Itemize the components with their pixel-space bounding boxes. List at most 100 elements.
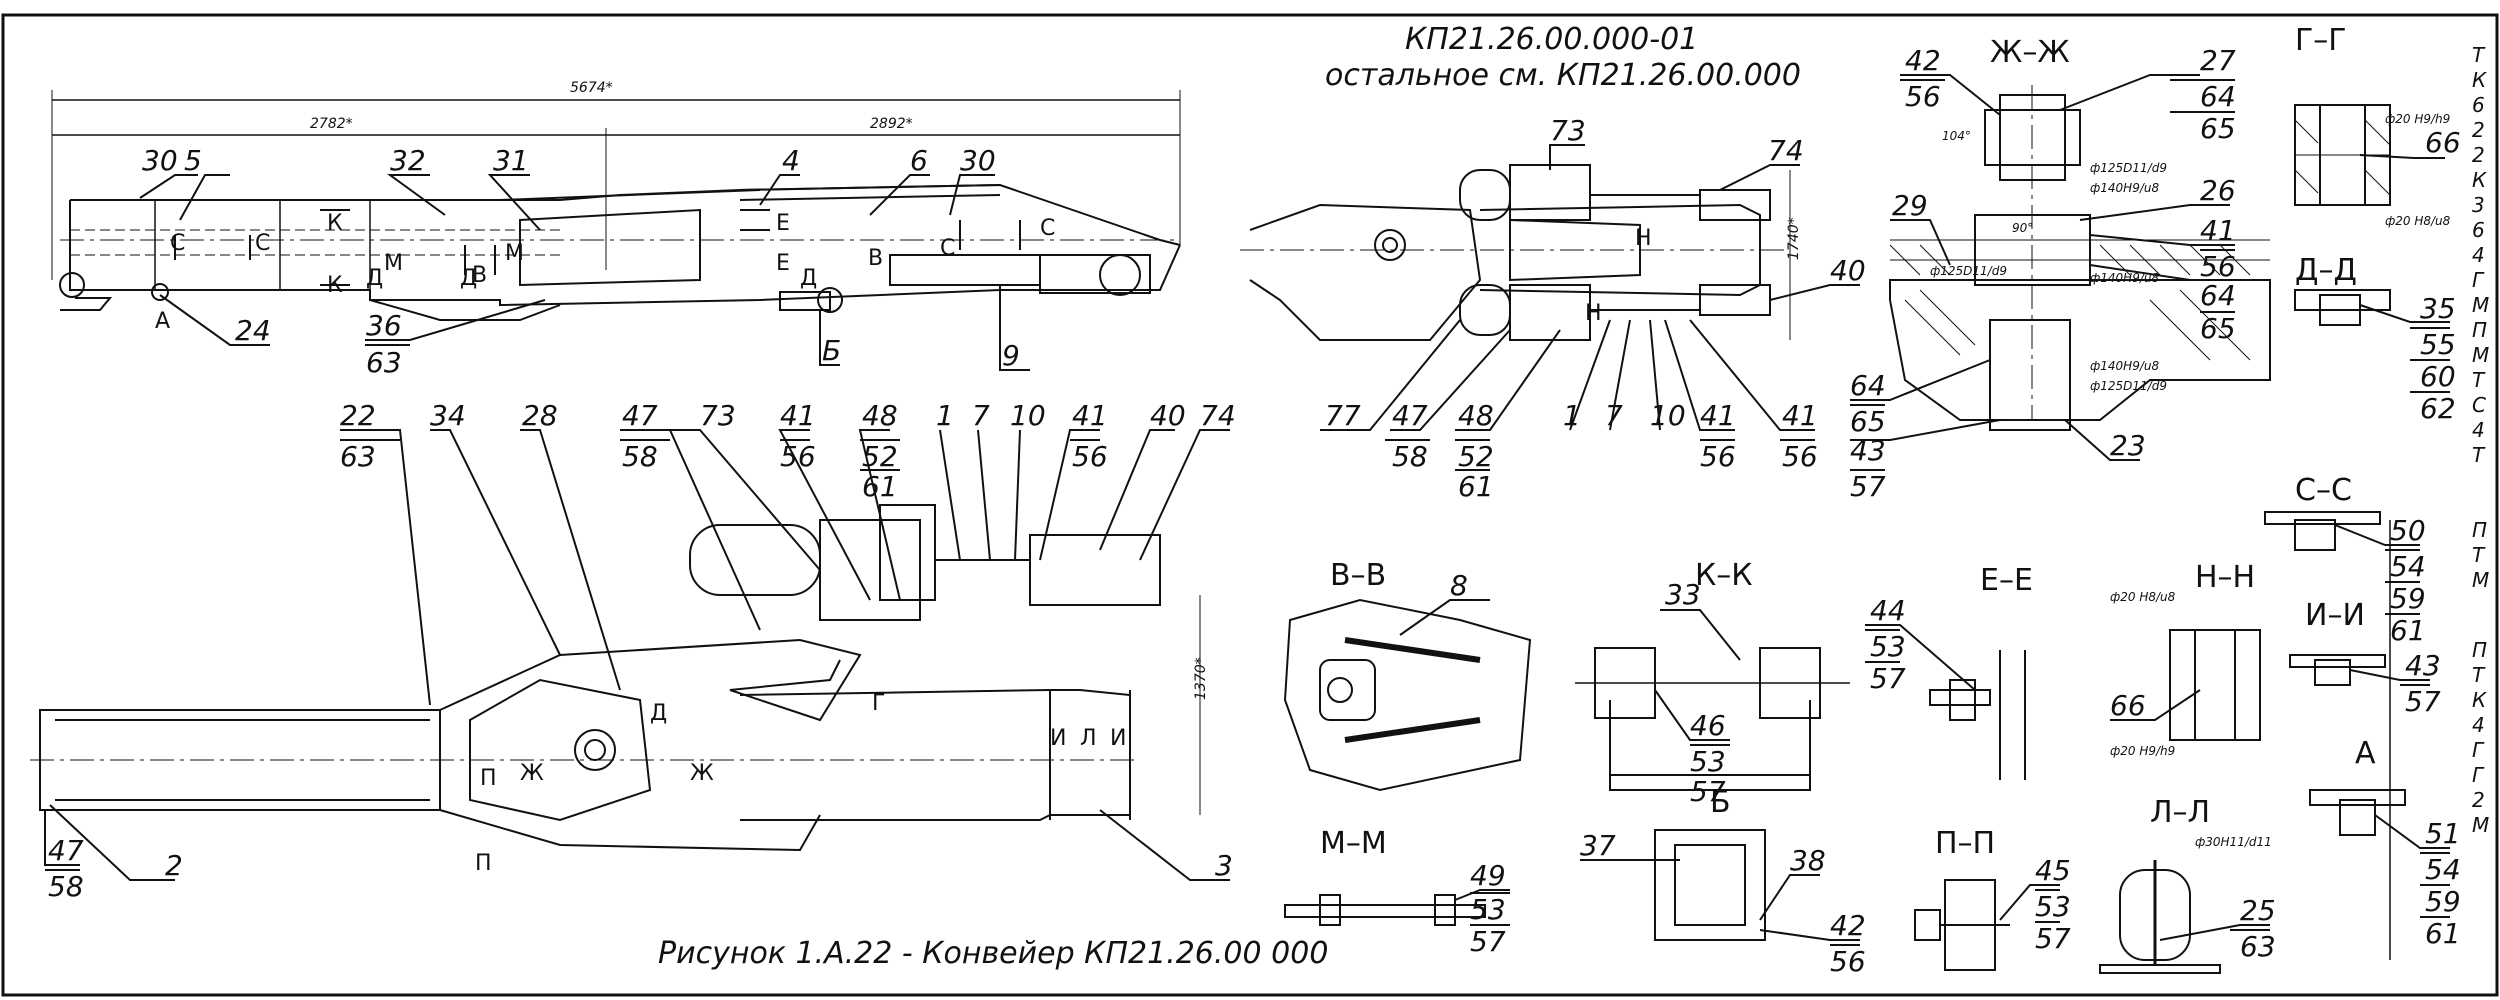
svg-text:56: 56 xyxy=(1782,440,1818,473)
svg-text:53: 53 xyxy=(2035,890,2071,923)
svg-text:С: С xyxy=(2472,393,2486,417)
svg-text:Г: Г xyxy=(872,691,885,716)
svg-text:К: К xyxy=(2472,168,2487,192)
svg-text:А: А xyxy=(155,309,170,334)
svg-text:44: 44 xyxy=(1870,594,1906,627)
svg-text:6: 6 xyxy=(910,144,928,177)
svg-text:48: 48 xyxy=(862,399,898,432)
section-title-ss: С–С xyxy=(2295,473,2352,508)
svg-text:33: 33 xyxy=(1665,578,1701,611)
svg-text:56: 56 xyxy=(780,440,816,473)
svg-text:Т: Т xyxy=(2472,43,2486,67)
svg-text:Е: Е xyxy=(776,251,790,276)
svg-text:24: 24 xyxy=(235,314,271,347)
svg-text:73: 73 xyxy=(700,399,736,432)
svg-text:47: 47 xyxy=(1392,399,1428,432)
svg-text:54: 54 xyxy=(2425,853,2461,886)
svg-text:8: 8 xyxy=(1450,569,1468,602)
svg-text:К: К xyxy=(2472,68,2487,92)
svg-text:57: 57 xyxy=(1850,470,1886,503)
svg-text:М: М xyxy=(2472,813,2489,837)
section-titles: Ж–Ж Г–Г Д–Д С–С В–В К–К Е–Е Н–Н И–И М–М … xyxy=(1320,23,2376,861)
section-title-a: А xyxy=(2355,736,2376,771)
svg-text:П: П xyxy=(2472,318,2487,342)
svg-text:2: 2 xyxy=(2472,143,2485,167)
angle-104: 104° xyxy=(1942,129,1971,143)
svg-text:53: 53 xyxy=(1690,745,1726,778)
svg-text:Д: Д xyxy=(650,701,667,726)
svg-text:4: 4 xyxy=(782,144,800,177)
dim-overall-length: 5674* xyxy=(570,80,613,96)
svg-text:66: 66 xyxy=(2110,689,2146,722)
svg-text:К: К xyxy=(327,211,343,236)
svg-text:31: 31 xyxy=(493,144,529,177)
section-zh: ф125D11/d9 ф140H9/u8 ф125D11/d9 ф140H9/u… xyxy=(1850,44,2271,503)
svg-text:63: 63 xyxy=(2240,930,2276,963)
svg-text:П: П xyxy=(2472,638,2487,662)
svg-text:4: 4 xyxy=(2472,418,2485,442)
svg-text:50: 50 xyxy=(2390,514,2426,547)
drawing-subtitle: остальное см. КП21.26.00.000 xyxy=(1325,58,1801,93)
side-view: 5674* 2782* 2892* xyxy=(51,80,1181,379)
svg-text:35: 35 xyxy=(2420,292,2456,325)
svg-text:Д: Д xyxy=(366,266,383,291)
fit-note-140h9-mid: ф140H9/u8 xyxy=(2090,271,2159,285)
svg-text:43: 43 xyxy=(2405,649,2441,682)
svg-text:П: П xyxy=(2472,518,2487,542)
svg-text:54: 54 xyxy=(2390,550,2426,583)
svg-text:1: 1 xyxy=(1563,399,1581,432)
svg-text:42: 42 xyxy=(1905,44,1941,77)
svg-text:58: 58 xyxy=(48,870,84,903)
svg-text:56: 56 xyxy=(1700,440,1736,473)
sections-lower: 8 46 53 57 33 44 53 57 ф20 H8/u8 ф20 H9/… xyxy=(1283,569,2276,978)
svg-text:М: М xyxy=(2472,568,2489,592)
svg-text:65: 65 xyxy=(2200,112,2236,145)
svg-text:74: 74 xyxy=(1768,134,1804,167)
svg-text:С: С xyxy=(170,231,185,256)
svg-text:65: 65 xyxy=(2200,312,2236,345)
dim-left-length: 2782* xyxy=(310,116,353,132)
svg-text:И: И xyxy=(1050,726,1066,751)
svg-text:74: 74 xyxy=(1200,399,1236,432)
svg-text:Б: Б xyxy=(822,334,841,367)
svg-text:К: К xyxy=(327,273,343,298)
svg-text:57: 57 xyxy=(1870,662,1906,695)
section-title-ii: И–И xyxy=(2305,598,2365,633)
svg-text:62: 62 xyxy=(2420,392,2456,425)
section-title-ll: Л–Л xyxy=(2150,795,2210,830)
dim-plan-width: 1370* xyxy=(1193,657,1209,700)
svg-text:Д: Д xyxy=(460,266,477,291)
section-title-nn: Н–Н xyxy=(2195,560,2255,595)
svg-text:30: 30 xyxy=(960,144,996,177)
svg-text:Ж: Ж xyxy=(690,761,714,786)
svg-text:41: 41 xyxy=(1700,399,1736,432)
svg-text:2: 2 xyxy=(165,849,183,882)
fit-note-gg-top: ф20 H9/h9 xyxy=(2385,112,2450,126)
svg-text:64: 64 xyxy=(1850,369,1886,402)
svg-text:2: 2 xyxy=(2472,118,2485,142)
svg-text:32: 32 xyxy=(390,144,426,177)
svg-text:65: 65 xyxy=(1850,405,1886,438)
svg-text:47: 47 xyxy=(622,399,658,432)
dim-right-length: 2892* xyxy=(870,116,913,132)
svg-text:1: 1 xyxy=(936,399,954,432)
svg-text:77: 77 xyxy=(1325,399,1361,432)
svg-text:Г: Г xyxy=(2472,738,2485,762)
fit-note-nn-bottom: ф20 H9/h9 xyxy=(2110,744,2175,758)
svg-text:38: 38 xyxy=(1790,844,1826,877)
svg-text:55: 55 xyxy=(2420,328,2456,361)
svg-text:П: П xyxy=(480,766,497,791)
svg-text:56: 56 xyxy=(2200,250,2236,283)
svg-text:45: 45 xyxy=(2035,854,2071,887)
svg-text:52: 52 xyxy=(862,440,898,473)
svg-text:Г: Г xyxy=(2472,763,2485,787)
svg-text:61: 61 xyxy=(1458,470,1494,503)
svg-text:П: П xyxy=(475,851,492,876)
svg-text:Т: Т xyxy=(2472,368,2486,392)
svg-text:56: 56 xyxy=(1072,440,1108,473)
fit-note-125d11-top: ф125D11/d9 xyxy=(2090,161,2167,175)
svg-text:3: 3 xyxy=(1215,849,1233,882)
fit-note-125d11-mid: ф125D11/d9 xyxy=(1930,264,2007,278)
